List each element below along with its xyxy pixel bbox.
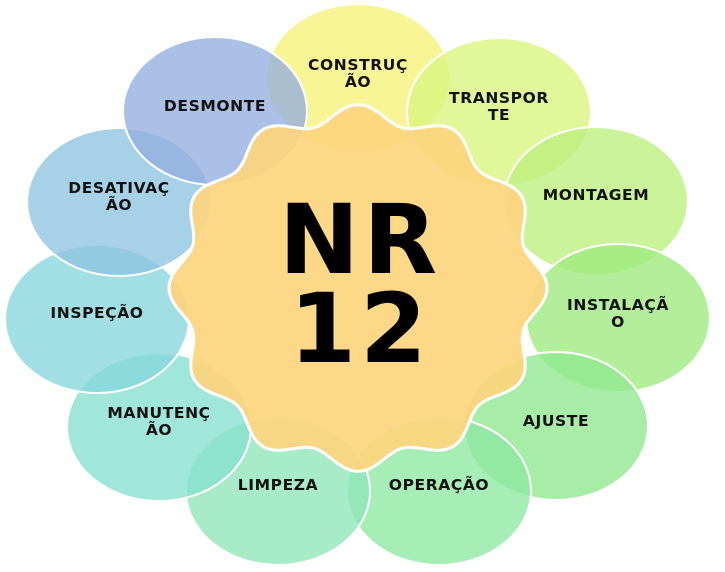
stage-label-line: INSTALAÇÃ — [567, 295, 669, 314]
stage-label-line: O — [611, 313, 625, 331]
stage-label-line: DESATIVAÇ — [68, 179, 169, 197]
center-scalloped-shape — [167, 103, 549, 473]
stage-label-line: TE — [488, 106, 510, 124]
stage-label-line: ÃO — [106, 195, 132, 214]
stage-label-line: CONSTRUÇ — [308, 56, 408, 74]
center-title-line2: 12 — [289, 273, 431, 385]
stage-label: INSPEÇÃO — [50, 303, 143, 322]
center-title-line1: NR — [279, 184, 441, 296]
stage-label-line: LIMPEZA — [238, 476, 318, 494]
stage-label: DESMONTE — [164, 97, 266, 115]
stage-label: AJUSTE — [523, 412, 589, 430]
stage-label-line: OPERAÇÃO — [389, 475, 489, 494]
stage-label-line: ÃO — [345, 72, 371, 91]
stage-label-line: MANUTENÇ — [107, 404, 210, 422]
stage-label-line: DESMONTE — [164, 97, 266, 115]
stage-label: OPERAÇÃO — [389, 475, 489, 494]
stage-label: MONTAGEM — [543, 186, 649, 204]
stage-label: LIMPEZA — [238, 476, 318, 494]
stage-label-line: MONTAGEM — [543, 186, 649, 204]
stage-label-line: TRANSPOR — [449, 89, 549, 107]
stage-label-line: AJUSTE — [523, 412, 589, 430]
stage-label-line: INSPEÇÃO — [50, 303, 143, 322]
stage-label-line: ÃO — [146, 420, 172, 439]
